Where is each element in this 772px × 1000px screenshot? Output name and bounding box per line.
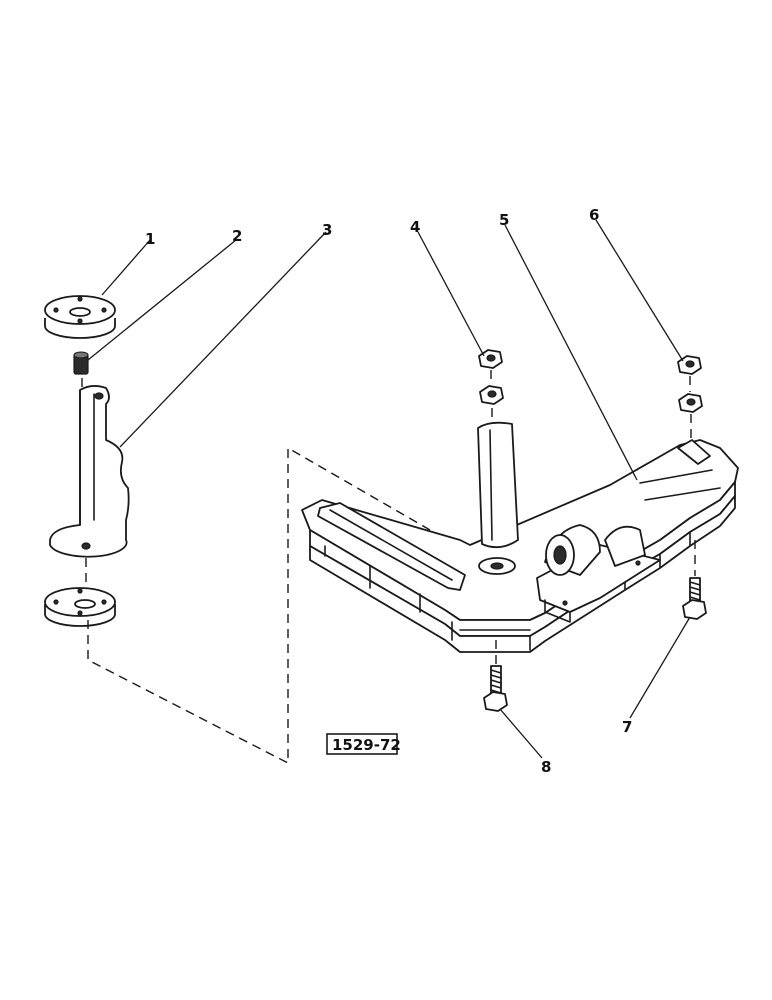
washer-plate-bottom xyxy=(44,587,116,627)
leader-lines xyxy=(87,219,691,759)
nut-4-bottom xyxy=(479,385,504,405)
bushing xyxy=(73,351,89,375)
callout-1: 1 xyxy=(145,230,155,248)
callout-8: 8 xyxy=(541,758,551,776)
callout-7: 7 xyxy=(622,718,632,736)
frame-assembly xyxy=(301,421,739,653)
nut-6-top xyxy=(677,355,702,375)
callout-2: 2 xyxy=(232,227,242,245)
drawing-number-box: 1529-72 xyxy=(326,733,401,755)
nut-6-bottom xyxy=(678,393,703,413)
bolt-7 xyxy=(682,577,707,620)
callout-6: 6 xyxy=(589,206,599,224)
nut-4-top xyxy=(478,349,503,369)
bolt-8 xyxy=(483,665,508,712)
washer-plate-top xyxy=(44,295,116,339)
callout-4: 4 xyxy=(410,218,420,236)
callout-3: 3 xyxy=(322,221,332,239)
drawing-number: 1529-72 xyxy=(332,736,401,754)
callout-5: 5 xyxy=(499,211,509,229)
arm xyxy=(49,385,130,558)
